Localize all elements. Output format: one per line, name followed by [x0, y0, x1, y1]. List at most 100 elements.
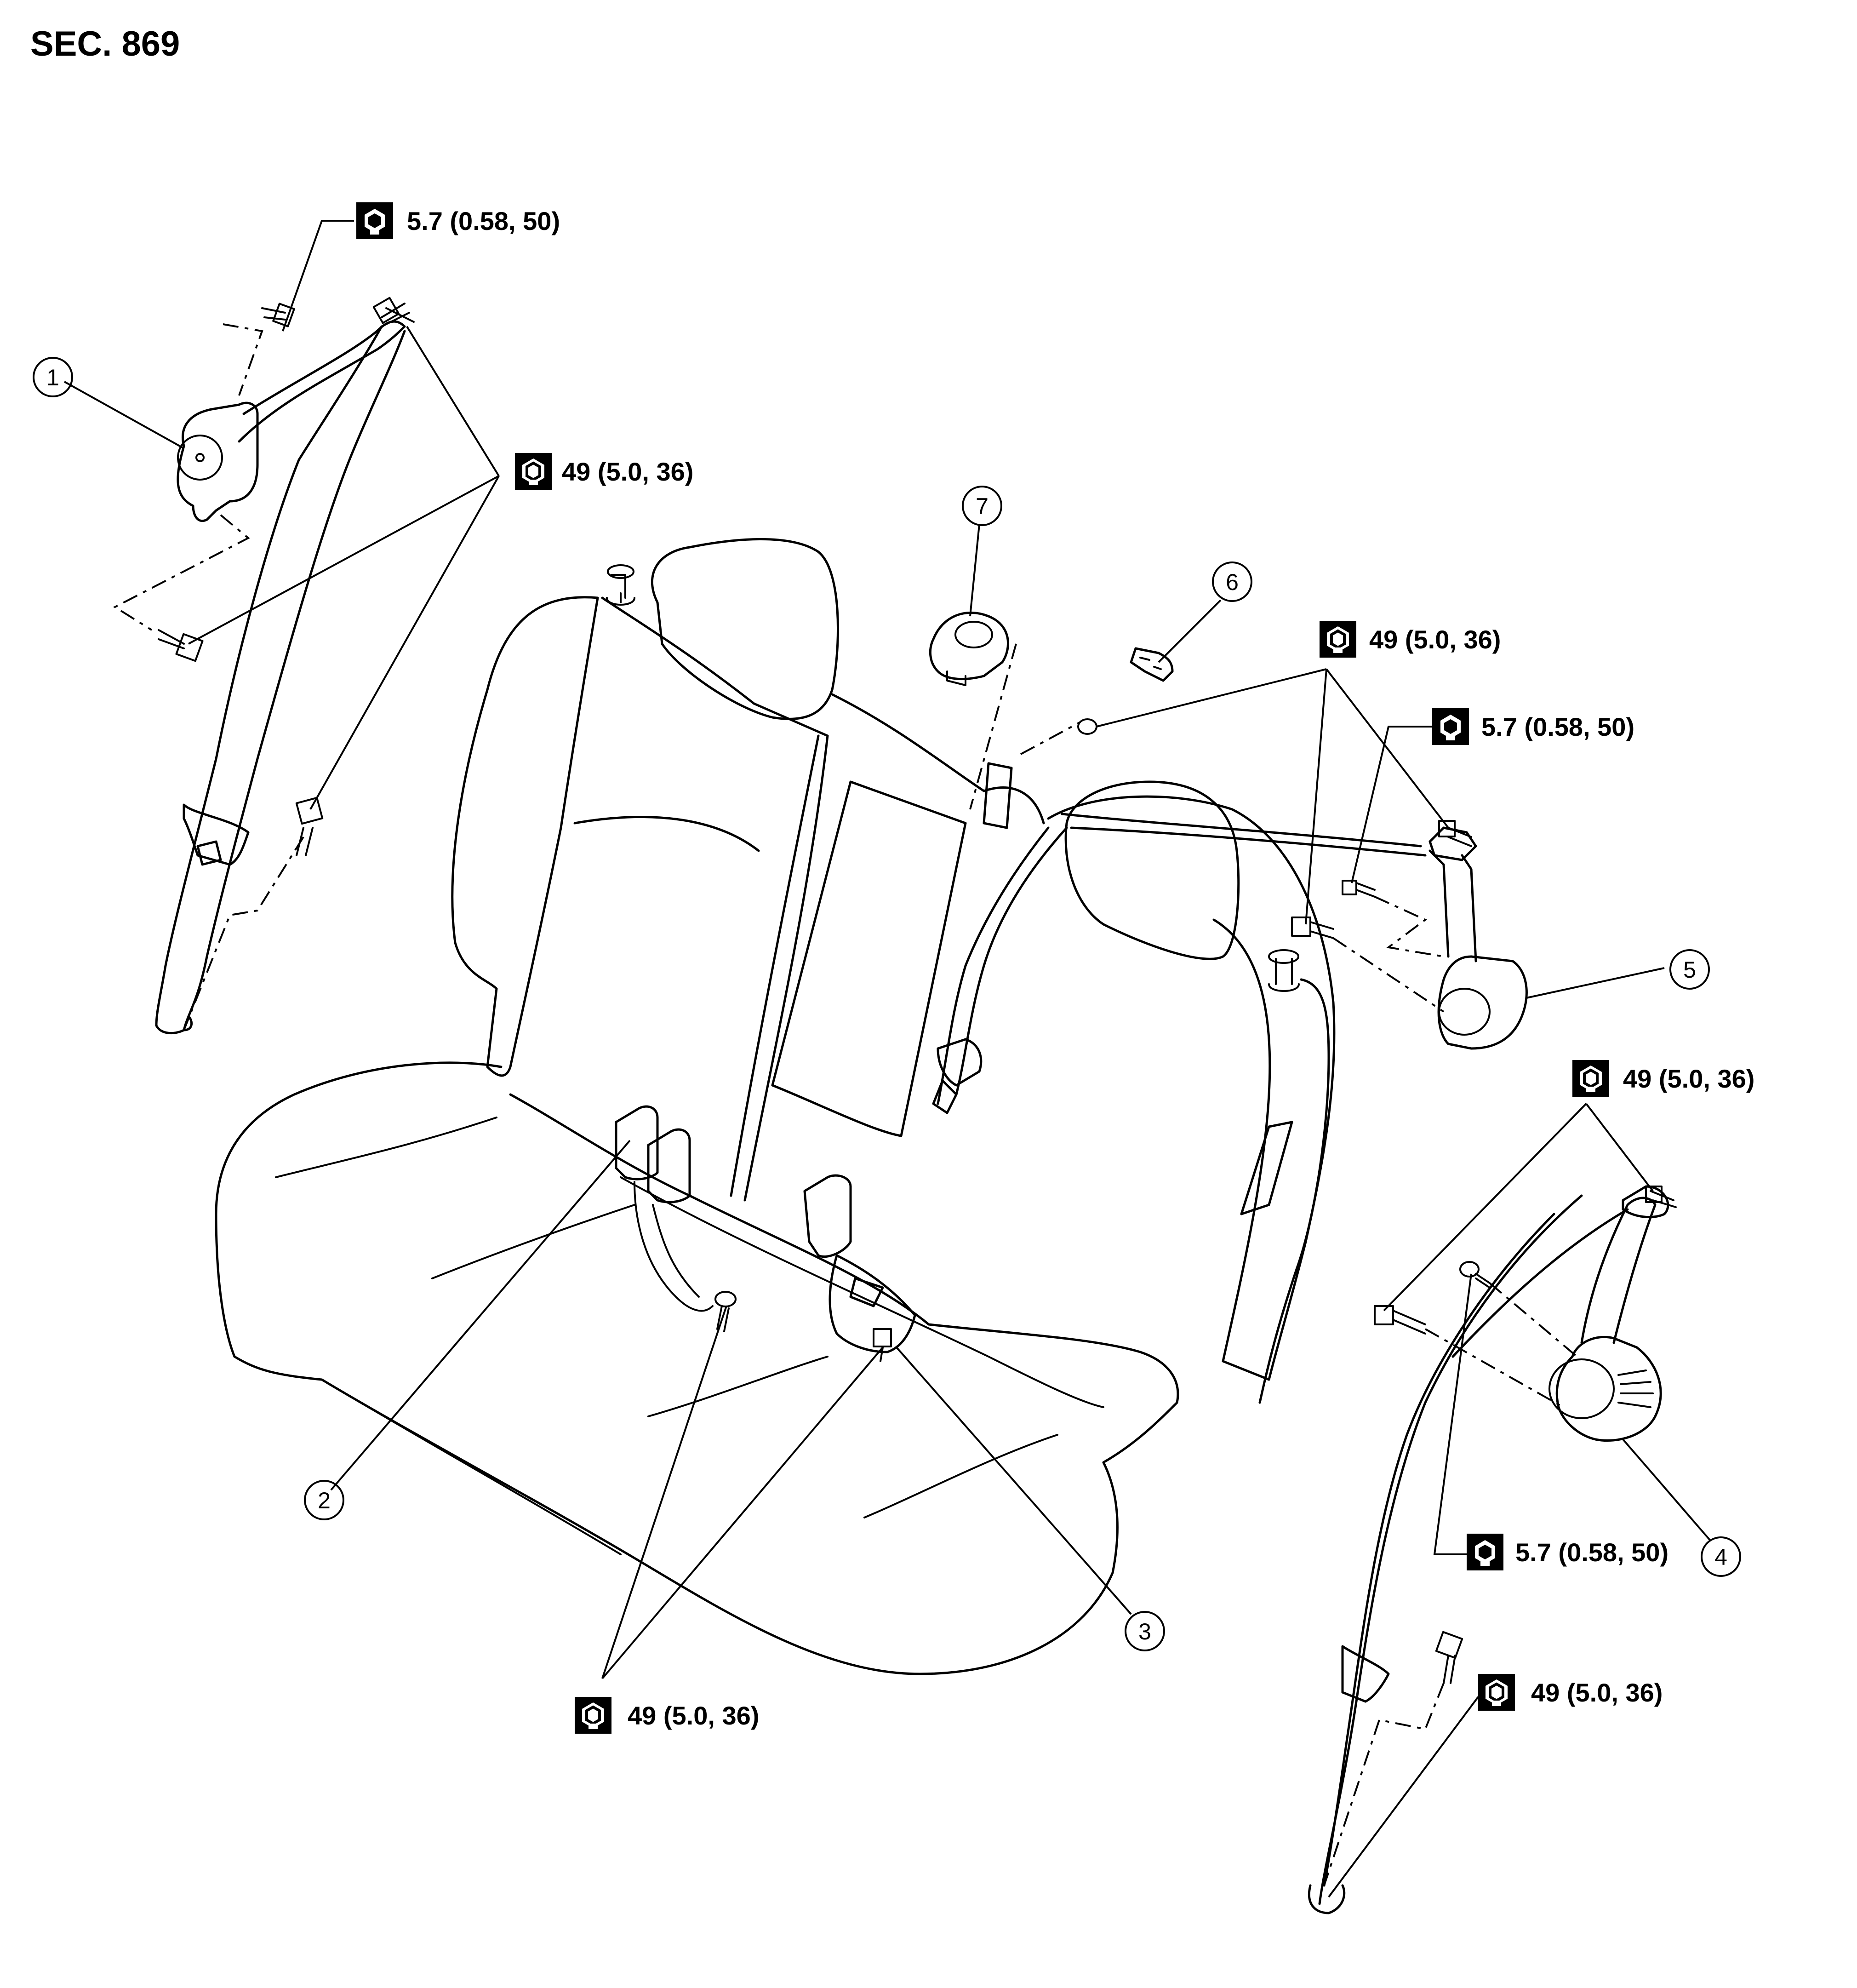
- leader-t-right-large-upper: [1383, 1103, 1654, 1312]
- torque-value: 5.7 (0.58, 50): [407, 206, 560, 235]
- cushion-front-line: [321, 1379, 622, 1555]
- leader-6: [1158, 599, 1222, 663]
- bolt-torque-wrench-icon: [575, 1697, 611, 1734]
- phantom-left-3: [183, 836, 304, 1031]
- retractor-left-hub: [195, 453, 205, 462]
- leader-7: [969, 524, 980, 617]
- torque-value: 49 (5.0, 36): [1369, 625, 1501, 654]
- belt-left-adjuster: [183, 803, 250, 866]
- callout-3-label: 3: [1138, 1619, 1151, 1644]
- retractor-right-lower: [1555, 1335, 1662, 1442]
- seatback-center-edge: [730, 734, 820, 1197]
- headrest-guide-right: [1268, 958, 1300, 992]
- leader-t-upper-left-small: [282, 220, 354, 332]
- leader-t-center-right-small: [1351, 726, 1434, 883]
- cushion-seam-1: [275, 1117, 497, 1178]
- buckle-2a: [615, 1105, 659, 1180]
- seatback-center-top: [831, 693, 1045, 825]
- cushion-seam-2: [431, 1204, 635, 1279]
- callout-1-label: 1: [46, 365, 59, 390]
- buckle-3: [803, 1174, 852, 1258]
- bolt-left-anchor: [295, 796, 324, 856]
- belt-right-upper: [1451, 1197, 1657, 1358]
- leader-2: [330, 1140, 631, 1491]
- part-2-buckles: [615, 1105, 737, 1332]
- bolt-right-upper-top: [1438, 820, 1472, 847]
- leader-lines: [64, 220, 1711, 1898]
- headrest-guide-left: [606, 574, 635, 606]
- torque-upper-left-small: 5.7 (0.58, 50): [356, 202, 560, 239]
- belt-across-top: [1061, 813, 1427, 857]
- armrest-panel: [771, 780, 967, 1137]
- phantom-left-2: [113, 514, 250, 631]
- leader-t-upper-left-large: [188, 326, 500, 810]
- mount-nut: [1077, 718, 1097, 735]
- seatback-left: [451, 596, 599, 1077]
- callout-6-label: 6: [1226, 569, 1239, 595]
- belt-right-end: [1308, 1884, 1346, 1914]
- torque-value: 49 (5.0, 36): [628, 1701, 759, 1730]
- leader-t-bottom-center: [601, 1306, 884, 1679]
- seat-cushion: [215, 1061, 1179, 1675]
- callout-1: 1: [33, 357, 73, 397]
- bolt-torque-wrench-icon: [515, 453, 552, 490]
- callout-7-label: 7: [976, 493, 988, 519]
- shoulder-belt-left: [155, 325, 406, 1031]
- bolt-right-top: [1645, 1186, 1677, 1208]
- section-label: SEC. 869: [30, 24, 180, 63]
- phantom-upper-right-1: [1374, 896, 1444, 957]
- part-6-clip: [1130, 647, 1174, 682]
- torque-value: 49 (5.0, 36): [1623, 1064, 1754, 1093]
- retractor-left: [177, 401, 259, 522]
- bolt-buckle-3: [873, 1328, 892, 1362]
- torque-value: 49 (5.0, 36): [1531, 1678, 1663, 1707]
- torque-value: 5.7 (0.58, 50): [1515, 1538, 1668, 1567]
- shoulder-belt-right-guide: [932, 1038, 983, 1114]
- phantom-upper-right-2: [1332, 937, 1445, 1013]
- callout-2-label: 2: [318, 1488, 331, 1513]
- bolt-left-mid: [158, 629, 204, 662]
- retractor-right-upper: [1437, 955, 1528, 1050]
- callout-3: 3: [1125, 1611, 1165, 1651]
- seatback-left-panel: [573, 816, 760, 852]
- retractor-left-spool: [177, 435, 223, 481]
- nut-torque-wrench-icon: [1467, 1534, 1503, 1570]
- belt-right-upper-strap: [1428, 849, 1477, 962]
- retractor-right-upper-spool: [1438, 988, 1491, 1036]
- cushion-rear-line: [620, 1176, 1104, 1408]
- rear-seat: [215, 538, 1336, 1675]
- belt-left-lower: [155, 1015, 193, 1035]
- bolt-right-upper-mid: [1291, 917, 1334, 939]
- belt-right-adjuster: [1341, 1645, 1390, 1703]
- phantom-cover: [969, 643, 1081, 810]
- torque-right-small: 5.7 (0.58, 50): [1467, 1534, 1668, 1570]
- leader-t-center-right-large: [1096, 668, 1449, 925]
- anchor-right-upper: [1428, 826, 1477, 861]
- part-4-right-belt: [1308, 1185, 1677, 1914]
- shoulder-belt-right: [937, 826, 1068, 1105]
- callout-6: 6: [1212, 561, 1252, 602]
- buckle-3-anchor: [829, 1254, 916, 1353]
- part-3-buckle: [803, 1174, 916, 1362]
- leader-t-right-small: [1433, 1273, 1472, 1555]
- callouts: 1 2 3 4 5 6 7: [33, 357, 1741, 1651]
- bolt-right-small: [1459, 1261, 1491, 1289]
- part-5-upper-right-belt: [932, 813, 1528, 1114]
- bolt-right-lower: [1435, 1631, 1463, 1684]
- mount-bracket: [983, 762, 1013, 829]
- retractor-right-ribs: [1617, 1369, 1654, 1408]
- buckle-2-strap: [634, 1181, 714, 1312]
- seatback-right-side: [1240, 978, 1330, 1404]
- phantom-right-1: [1489, 1282, 1578, 1358]
- leader-t-right-large-lower: [1328, 1696, 1479, 1898]
- callout-2: 2: [304, 1480, 344, 1520]
- nut-torque-wrench-icon: [1432, 708, 1469, 745]
- torque-center-right-small: 5.7 (0.58, 50): [1432, 708, 1634, 745]
- callout-4: 4: [1701, 1536, 1741, 1577]
- phantom-right-2: [1425, 1328, 1564, 1408]
- callout-5: 5: [1669, 949, 1710, 990]
- nut-torque-wrench-icon: [356, 202, 393, 239]
- torque-bottom-center: 49 (5.0, 36): [575, 1697, 759, 1734]
